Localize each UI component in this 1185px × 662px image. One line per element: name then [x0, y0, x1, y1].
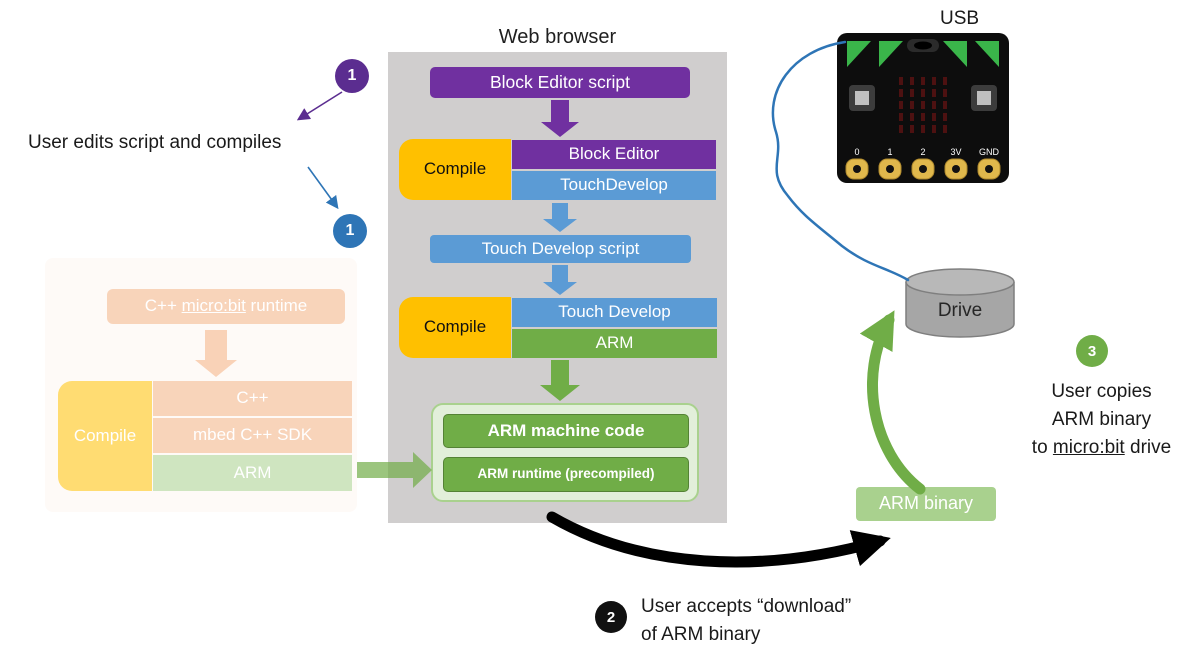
step3-badge: 3	[1076, 335, 1108, 367]
step3-line2: ARM binary	[1051, 409, 1152, 430]
step3-text: User copies ARM binary to micro:bit driv…	[1018, 378, 1185, 462]
microbit-button-b	[971, 85, 997, 111]
compile1-target-label: TouchDevelop	[560, 175, 668, 195]
web-browser-title: Web browser	[498, 26, 617, 48]
step2-text: User accepts “download” of ARM binary	[641, 593, 851, 649]
step2-badge: 2	[595, 601, 627, 633]
step2-line1: User accepts “download”	[641, 596, 852, 617]
microbit-pin-0-label: 0	[854, 147, 859, 157]
block-editor-script-box: Block Editor script	[430, 67, 690, 98]
drive-cylinder	[900, 266, 1020, 350]
microbit-top-oval	[914, 41, 932, 50]
microbit-pin-3v-label: 3V	[950, 147, 961, 157]
runtime-row-mbed: mbed C++ SDK	[153, 418, 352, 453]
compile1-box: Compile	[399, 139, 511, 200]
step3-line1: User copies	[1051, 381, 1152, 402]
arm-machine-code-box: ARM machine code	[443, 414, 689, 448]
compile1-label: Compile	[423, 159, 487, 179]
microbit-pin-1-label: 1	[887, 147, 892, 157]
runtime-row-cpp-label: C++	[236, 388, 269, 408]
drive-top	[905, 268, 1015, 296]
arm-runtime-box: ARM runtime (precompiled)	[443, 457, 689, 492]
microbit-device: 0 1 2 3V GND	[837, 33, 1009, 183]
compile2-label: Compile	[423, 317, 487, 337]
arm-binary-label: ARM binary	[878, 493, 974, 514]
microbit-pin-2-label: 2	[920, 147, 925, 157]
microbit-button-a	[849, 85, 875, 111]
compile1-source-row: Block Editor	[512, 140, 716, 169]
compile2-target-label: ARM	[595, 333, 634, 353]
arm-machine-code-label: ARM machine code	[487, 420, 645, 440]
compile1-target-row: TouchDevelop	[512, 171, 716, 200]
runtime-compile-box: Compile	[58, 381, 152, 491]
touch-develop-script-label: Touch Develop script	[481, 238, 640, 258]
arm-binary-box: ARM binary	[856, 487, 996, 521]
compile2-box: Compile	[399, 297, 511, 358]
drive-label: Drive	[937, 300, 983, 321]
compile2-source-label: Touch Develop	[558, 302, 671, 322]
compile2-source-row: Touch Develop	[512, 298, 717, 327]
compile1-source-label: Block Editor	[568, 144, 660, 164]
arm-runtime-label: ARM runtime (precompiled)	[477, 466, 655, 482]
block-editor-script-label: Block Editor script	[489, 71, 631, 92]
runtime-row-cpp: C++	[153, 381, 352, 416]
runtime-row-arm: ARM	[153, 455, 352, 491]
runtime-compile-label: Compile	[73, 425, 137, 445]
compile2-target-row: ARM	[512, 329, 717, 358]
microbit-led-matrix	[899, 77, 947, 133]
step1-blue-badge: 1	[333, 214, 367, 248]
runtime-row-arm-label: ARM	[233, 462, 272, 482]
runtime-row-mbed-label: mbed C++ SDK	[192, 425, 313, 445]
microbit-pin-gnd-label: GND	[979, 147, 1000, 157]
user-edits-text: User edits script and compiles	[28, 132, 282, 153]
cpp-runtime-label: C++ micro:bit runtime	[144, 296, 308, 316]
cpp-runtime-box: C++ micro:bit runtime	[107, 289, 345, 324]
step1-purple-badge: 1	[335, 59, 369, 93]
touch-develop-script-box: Touch Develop script	[430, 235, 691, 263]
step2-line2: of ARM binary	[641, 624, 761, 645]
usb-label: USB	[940, 8, 980, 29]
step3-line3: to micro:bit drive	[1031, 437, 1172, 458]
